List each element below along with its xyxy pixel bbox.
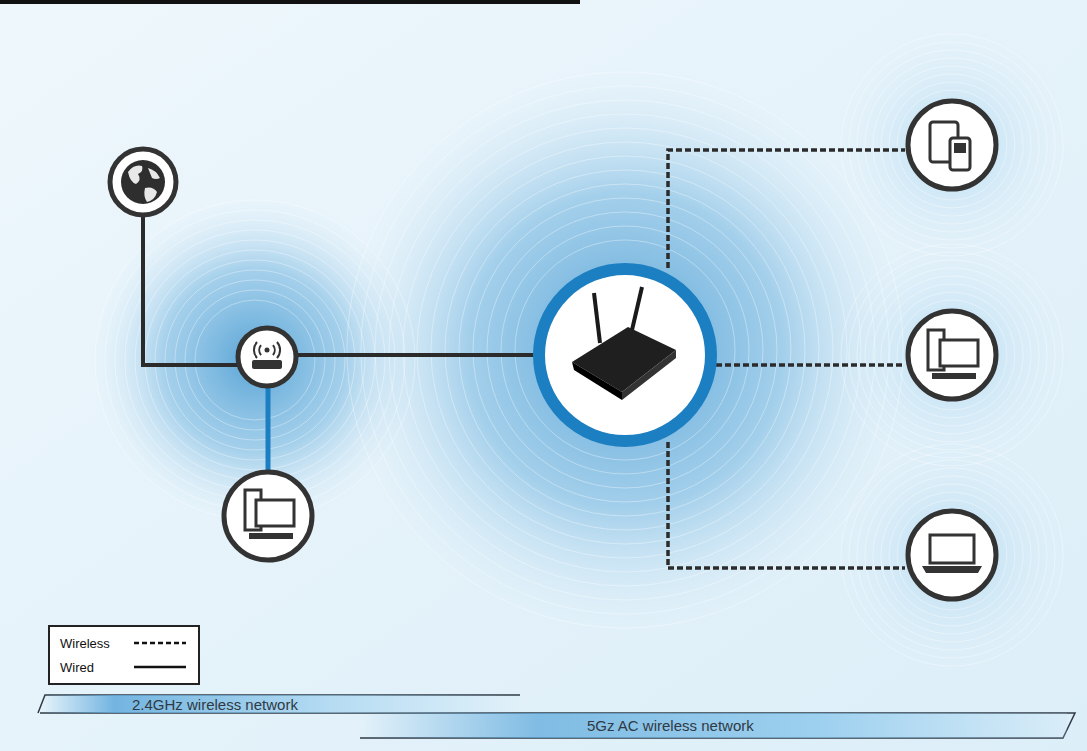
signal-ring [881,484,1023,626]
wired-line [143,216,238,365]
legend-entry: Wired [60,655,188,679]
desktop-icon [908,311,996,399]
signal-ring [889,82,1015,208]
network-band: 5Gz AC wireless network [362,713,1067,738]
signal-ring [865,58,1039,232]
wired-line [297,353,536,357]
signal-ring [857,50,1047,240]
signal-ring [865,468,1039,642]
band-outline [40,713,1075,738]
signal-ring [155,260,355,460]
signal-ring [473,198,777,502]
signal-ring [889,492,1015,618]
wired-line [266,386,271,470]
signal-ring [881,74,1023,216]
signal-ring [417,142,833,558]
signal-ring [841,444,1063,666]
signal-ring [857,460,1047,650]
desktop-icon [224,472,312,560]
signal-ring [403,128,847,572]
signal-ring [849,252,1055,458]
signal-ring [515,240,735,460]
signal-ring [849,452,1055,658]
wireless-line [716,363,905,367]
signal-ring [841,244,1063,466]
signal-ring [865,268,1039,442]
signal-ring [175,280,335,440]
router-icon [539,269,711,441]
signal-ring [897,500,1007,610]
signal-ring [873,476,1031,634]
signal-ring [501,226,749,474]
signal-ring [897,90,1007,200]
signal-ring [873,276,1031,434]
legend-entry: Wireless [60,631,188,655]
signal-ring [841,34,1063,256]
legend-label: Wired [60,660,132,675]
signal-ring [185,290,325,430]
signal-ring [857,260,1047,450]
signal-ring [459,184,791,516]
signal-ring [145,250,365,470]
device-glow [832,435,1072,675]
legend-label: Wireless [60,636,132,651]
router-glow [340,65,910,635]
legend-sample [132,638,188,648]
signal-ring [849,42,1055,248]
signal-ring [361,86,889,614]
wireless-line [668,150,905,268]
signal-ring [873,66,1031,224]
signal-ring [431,156,819,544]
signal-rings [95,34,1063,666]
internet-icon [110,149,176,215]
signal-ring [105,210,405,510]
signal-ring [125,230,385,490]
band-label: 2.4GHz wireless network [132,696,298,713]
legend-sample [132,662,188,672]
modem-icon [238,328,296,386]
signal-ring [115,220,395,500]
wireless-line [668,442,905,568]
signal-ring [195,300,315,420]
signal-ring [881,284,1023,426]
signal-ring [375,100,875,600]
legend-box: WirelessWired [48,625,200,685]
legend-line [134,666,186,669]
device-glow [832,25,1072,265]
band-label: 5Gz AC wireless network [587,717,754,734]
laptop-icon [908,511,996,599]
signal-ring [889,292,1015,418]
signal-ring [165,270,345,450]
top-strip [0,0,580,4]
signal-ring [135,240,375,480]
mobile-icon [908,101,996,189]
network-band: 2.4GHz wireless network [42,695,522,713]
signal-ring [445,170,805,530]
signal-ring [347,72,903,628]
signal-ring [487,212,763,488]
signal-ring [897,300,1007,410]
signal-ring [389,114,861,586]
legend-line [134,642,186,645]
